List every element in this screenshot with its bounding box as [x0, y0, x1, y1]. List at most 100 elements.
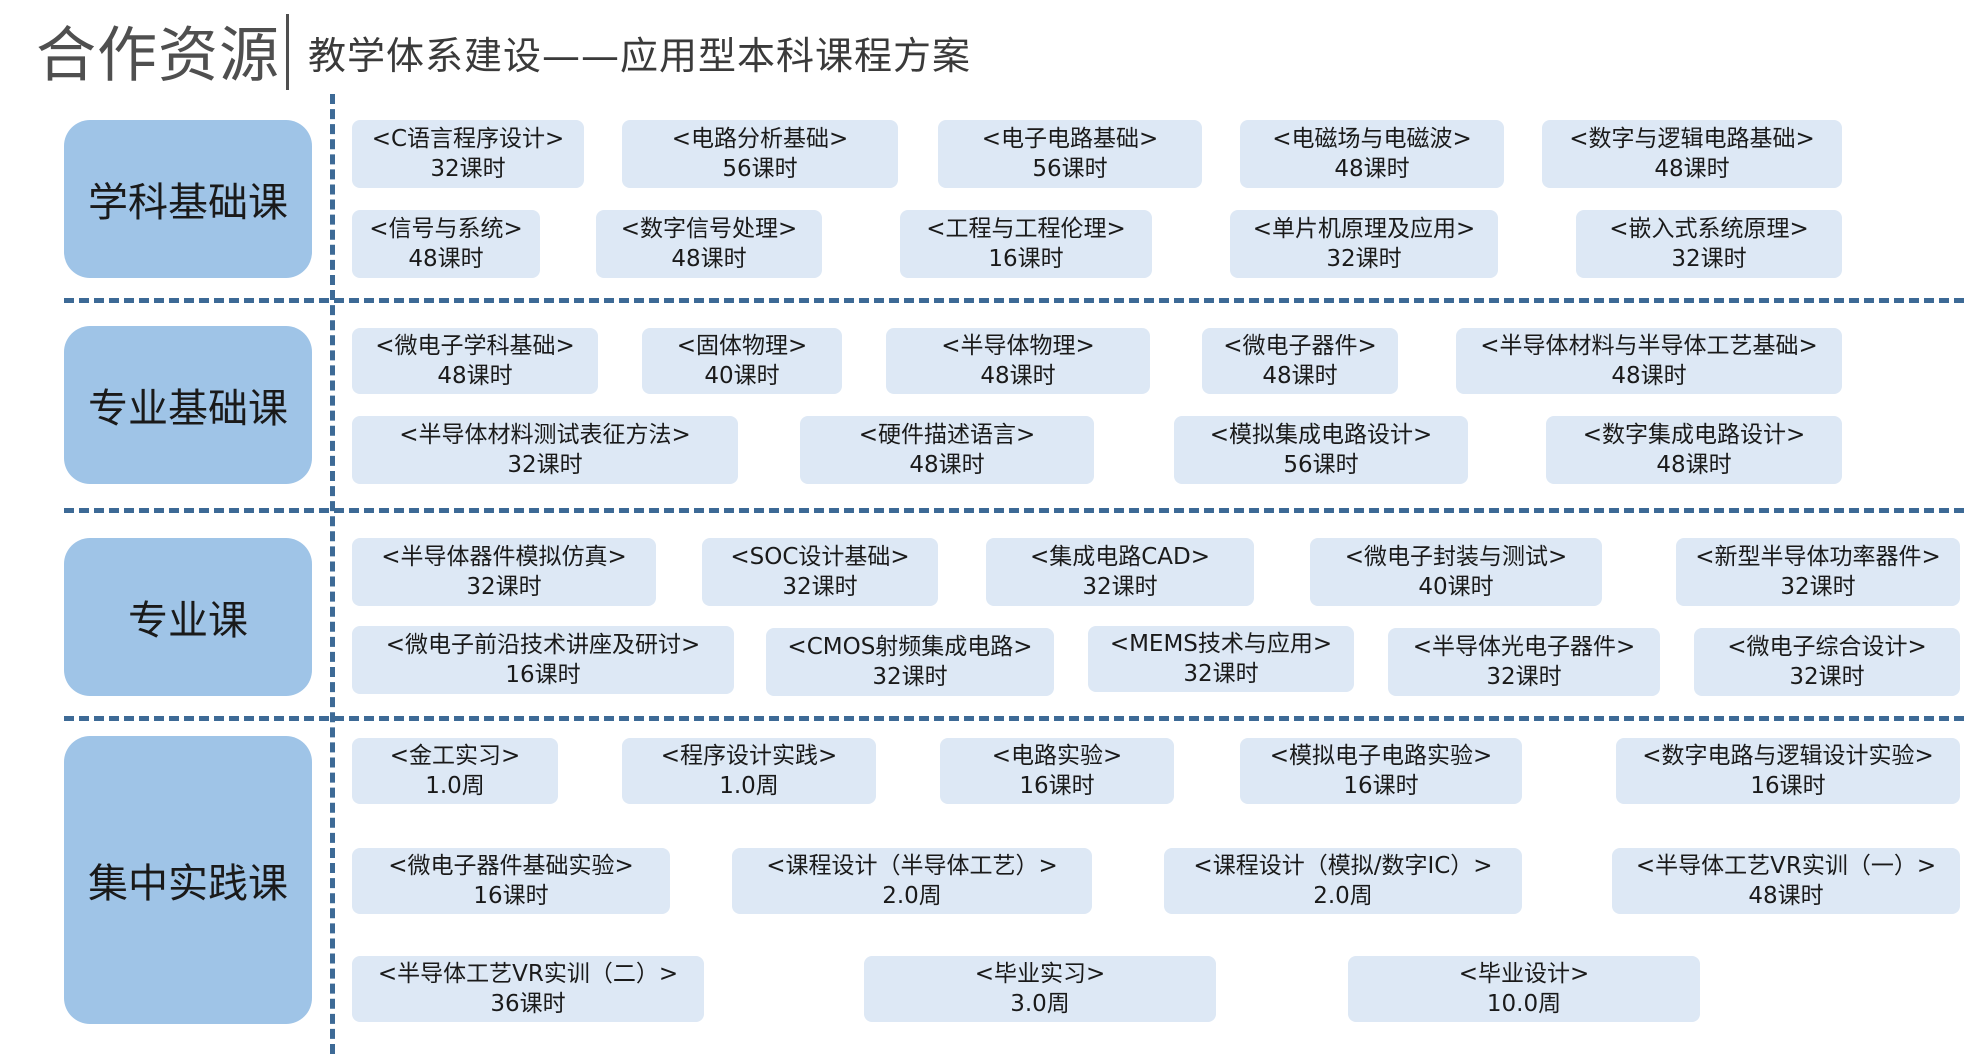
course-name: <MEMS技术与应用>	[1109, 631, 1333, 657]
course-hours: 10.0周	[1486, 991, 1562, 1017]
course-name: <数字电路与逻辑设计实验>	[1642, 743, 1934, 769]
course-name: <课程设计（半导体工艺）>	[766, 853, 1058, 879]
course-hours: 16课时	[988, 246, 1064, 272]
course-card: <数字信号处理>48课时	[596, 210, 822, 278]
course-hours: 48课时	[1656, 452, 1732, 478]
course-card: <信号与系统>48课时	[352, 210, 540, 278]
course-name: <半导体材料测试表征方法>	[399, 422, 691, 448]
course-hours: 32课时	[1671, 246, 1747, 272]
course-card: <集成电路CAD>32课时	[986, 538, 1254, 606]
course-hours: 48课时	[1262, 363, 1338, 389]
category-practice: 集中实践课	[64, 736, 312, 1024]
course-card: <CMOS射频集成电路>32课时	[766, 628, 1054, 696]
section-divider	[64, 298, 1964, 303]
course-card: <数字与逻辑电路基础> 48课时	[1542, 120, 1842, 188]
course-hours: 32课时	[872, 664, 948, 690]
course-card: <数字电路与逻辑设计实验> 16课时	[1616, 738, 1960, 804]
course-name: <数字集成电路设计>	[1582, 422, 1806, 448]
course-hours: 48课时	[1748, 883, 1824, 909]
course-card: <SOC设计基础>32课时	[702, 538, 938, 606]
course-card: <模拟电子电路实验>16课时	[1240, 738, 1522, 804]
course-card: <C语言程序设计>32课时	[352, 120, 584, 188]
course-hours: 16课时	[473, 883, 549, 909]
course-name: <数字信号处理>	[620, 216, 798, 242]
course-hours: 16课时	[1750, 773, 1826, 799]
course-hours: 1.0周	[719, 773, 779, 799]
course-hours: 3.0周	[1010, 991, 1070, 1017]
course-card: <微电子器件> 48课时	[1202, 328, 1398, 394]
course-name: <半导体器件模拟仿真>	[381, 544, 627, 570]
course-card: <半导体材料与半导体工艺基础>48课时	[1456, 328, 1842, 394]
course-card: <电路分析基础>56课时	[622, 120, 898, 188]
course-name: <固体物理>	[676, 333, 808, 359]
vertical-divider	[330, 94, 335, 1054]
course-card: <半导体工艺VR实训（二）> 36课时	[352, 956, 704, 1022]
course-name: <信号与系统>	[369, 216, 523, 242]
course-hours: 2.0周	[882, 883, 942, 909]
course-name: <嵌入式系统原理>	[1609, 216, 1809, 242]
course-hours: 36课时	[490, 991, 566, 1017]
course-hours: 32课时	[1780, 574, 1856, 600]
course-hours: 48课时	[1654, 156, 1730, 182]
course-hours: 32课时	[466, 574, 542, 600]
course-hours: 32课时	[430, 156, 506, 182]
course-hours: 16课时	[505, 662, 581, 688]
course-hours: 40课时	[704, 363, 780, 389]
course-hours: 16课时	[1019, 773, 1095, 799]
course-name: <毕业实习>	[974, 961, 1106, 987]
page-title: 教学体系建设——应用型本科课程方案	[308, 34, 972, 78]
course-name: <程序设计实践>	[660, 743, 838, 769]
course-name: <半导体光电子器件>	[1412, 634, 1636, 660]
course-card: <微电子器件基础实验> 16课时	[352, 848, 670, 914]
course-card: <硬件描述语言> 48课时	[800, 416, 1094, 484]
course-name: <微电子前沿技术讲座及研讨>	[385, 632, 701, 658]
course-name: <电路分析基础>	[671, 126, 849, 152]
course-hours: 48课时	[909, 452, 985, 478]
course-hours: 32课时	[1183, 661, 1259, 687]
course-name: <电子电路基础>	[981, 126, 1159, 152]
course-name: <电路实验>	[991, 743, 1123, 769]
course-name: <新型半导体功率器件>	[1695, 544, 1941, 570]
course-card: <数字集成电路设计> 48课时	[1546, 416, 1842, 484]
course-name: <模拟电子电路实验>	[1269, 743, 1493, 769]
course-hours: 40课时	[1418, 574, 1494, 600]
course-name: <微电子学科基础>	[375, 333, 575, 359]
course-hours: 32课时	[1082, 574, 1158, 600]
course-name: <数字与逻辑电路基础>	[1569, 126, 1815, 152]
course-name: <微电子器件基础实验>	[388, 853, 634, 879]
course-name: <金工实习>	[389, 743, 521, 769]
brand-title: 合作资源	[36, 21, 280, 91]
course-hours: 32课时	[782, 574, 858, 600]
course-name: <课程设计（模拟/数字IC）>	[1193, 853, 1493, 879]
course-card: <程序设计实践> 1.0周	[622, 738, 876, 804]
course-hours: 56课时	[1283, 452, 1359, 478]
course-card: <微电子综合设计> 32课时	[1694, 628, 1960, 696]
course-name: <半导体工艺VR实训（二）>	[377, 961, 679, 987]
section-divider	[64, 508, 1964, 513]
course-hours: 32课时	[1486, 664, 1562, 690]
course-hours: 2.0周	[1313, 883, 1373, 909]
course-name: <硬件描述语言>	[858, 422, 1036, 448]
course-card: <微电子封装与测试>40课时	[1310, 538, 1602, 606]
course-name: <微电子综合设计>	[1727, 634, 1927, 660]
course-card: <微电子学科基础>48课时	[352, 328, 598, 394]
course-name: <电磁场与电磁波>	[1272, 126, 1472, 152]
course-card: <毕业设计> 10.0周	[1348, 956, 1700, 1022]
category-professional-foundation: 专业基础课	[64, 326, 312, 484]
course-card: <固体物理> 40课时	[642, 328, 842, 394]
course-card: <电磁场与电磁波> 48课时	[1240, 120, 1504, 188]
course-name: <毕业设计>	[1458, 961, 1590, 987]
course-hours: 32课时	[1326, 246, 1402, 272]
course-name: <单片机原理及应用>	[1252, 216, 1476, 242]
course-hours: 32课时	[1789, 664, 1865, 690]
course-hours: 48课时	[980, 363, 1056, 389]
course-card: <半导体光电子器件> 32课时	[1388, 628, 1660, 696]
course-hours: 48课时	[1611, 363, 1687, 389]
course-card: <半导体材料测试表征方法>32课时	[352, 416, 738, 484]
course-card: <新型半导体功率器件> 32课时	[1676, 538, 1960, 606]
course-name: <微电子器件>	[1223, 333, 1377, 359]
course-hours: 1.0周	[425, 773, 485, 799]
course-hours: 48课时	[1334, 156, 1410, 182]
course-card: <课程设计（模拟/数字IC）> 2.0周	[1164, 848, 1522, 914]
course-name: <半导体物理>	[941, 333, 1095, 359]
